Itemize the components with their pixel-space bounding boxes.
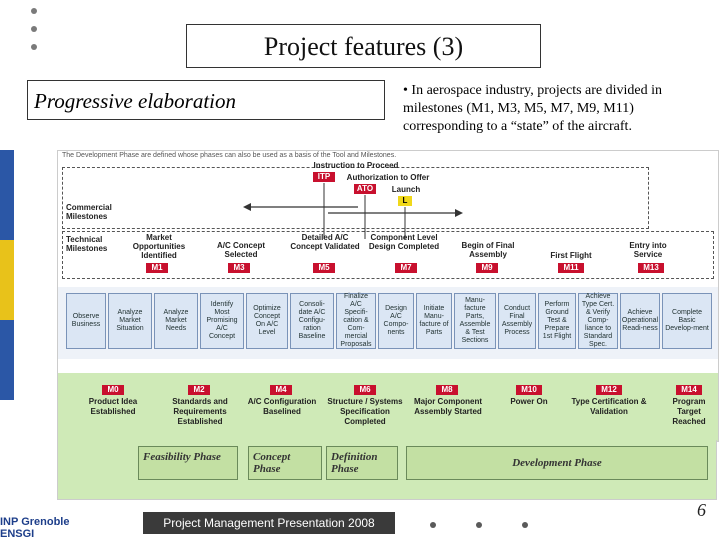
milestone-marker-m13: M13 xyxy=(638,263,664,273)
phase-development: Development Phase xyxy=(406,446,708,480)
activity-box: Observe Business xyxy=(66,293,106,349)
milestone-bottom-label-m10: Power On xyxy=(510,397,548,406)
footer-dot-decoration xyxy=(476,522,482,528)
bullet-dot-decoration xyxy=(31,8,37,14)
footer-dot-decoration xyxy=(430,522,436,528)
milestone-bottom-label-m6: Structure / Systems Specification Comple… xyxy=(327,397,403,426)
phase-area xyxy=(58,373,718,441)
milestone-top-label-m3: A/C Concept Selected xyxy=(217,241,265,259)
milestone-bottom-label-m14: Program Target Reached xyxy=(672,397,706,426)
milestone-marker-m12: M12 xyxy=(596,385,622,395)
milestone-marker-m0: M0 xyxy=(102,385,124,395)
milestone-bottom-label-m0: Product Idea Established xyxy=(88,397,138,416)
activity-box: Initiate Manu-facture of Parts xyxy=(416,293,452,349)
footer-label: Project Management Presentation 2008 xyxy=(143,512,395,534)
commercial-milestones-label: Commercial Milestones xyxy=(66,203,112,221)
milestone-bottom-label-m8: Major Component Assembly Started xyxy=(414,397,482,416)
activity-box: Complete Basic Develop-ment xyxy=(662,293,712,349)
activity-box: Achieve Type Cert. & Verify Comp-liance … xyxy=(578,293,618,349)
activity-box: Analyze Market Situation xyxy=(108,293,152,349)
figure-top-caption: The Development Phase are defined whose … xyxy=(62,152,397,159)
activity-box: Optimize Concept On A/C Level xyxy=(246,293,288,349)
milestone-marker-m2: M2 xyxy=(188,385,210,395)
footer-dot-decoration xyxy=(522,522,528,528)
launch-label: Launch xyxy=(391,185,421,194)
activity-box: Design A/C Compo-nents xyxy=(378,293,414,349)
ato-label: Authorization to Offer xyxy=(346,173,430,182)
milestone-marker-m10: M10 xyxy=(516,385,542,395)
slide-title: Project features (3) xyxy=(186,24,541,68)
milestone-top-label-m1: Market Opportunities Identified xyxy=(132,233,186,260)
page-number: 6 xyxy=(697,500,706,520)
activity-box: Perform Ground Test & Prepare 1st Flight xyxy=(538,293,576,349)
itp-marker: ITP xyxy=(313,172,335,182)
bullet-text: • In aerospace industry, projects are di… xyxy=(403,83,663,134)
milestone-marker-m4: M4 xyxy=(270,385,292,395)
launch-marker: L xyxy=(398,196,412,206)
commercial-milestones-box xyxy=(62,167,649,229)
milestone-marker-m7: M7 xyxy=(395,263,417,273)
commercial-arrows xyxy=(243,183,463,239)
phase-definition: Definition Phase xyxy=(326,446,398,480)
activity-box: Analyze Market Needs xyxy=(154,293,198,349)
phase-feasibility: Feasibility Phase xyxy=(138,446,238,480)
milestone-marker-m3: M3 xyxy=(228,263,250,273)
ato-marker: ATO xyxy=(354,184,376,194)
activity-box: Conduct Final Assembly Process xyxy=(498,293,536,349)
milestone-marker-m5: M5 xyxy=(313,263,335,273)
activity-box: Manu-facture Parts, Assemble & Test Sect… xyxy=(454,293,496,349)
itp-label: Instruction to Proceed xyxy=(313,161,399,170)
activity-row: Observe Business Analyze Market Situatio… xyxy=(58,287,718,359)
bullet-dot-decoration xyxy=(31,44,37,50)
activity-box: Consoli-date A/C Configu-ration Baseline xyxy=(290,293,334,349)
technical-milestones-label: Technical Milestones xyxy=(66,235,108,253)
activity-box: Achieve Operational Readi-ness xyxy=(620,293,660,349)
activity-box: Identify Most Promising A/C Concept xyxy=(200,293,244,349)
slide-subtitle: Progressive elaboration xyxy=(27,80,385,120)
side-stripes xyxy=(0,150,14,400)
milestone-bottom-label-m4: A/C Configuration Baselined xyxy=(247,397,317,416)
milestone-diagram: The Development Phase are defined whose … xyxy=(57,150,719,442)
milestone-top-label-m11: First Flight xyxy=(550,251,592,260)
milestone-bottom-label-m2: Standards and Requirements Established xyxy=(172,397,228,426)
milestone-top-label-m7: Component Level Design Completed xyxy=(368,233,440,251)
school-logo: INP Grenoble ENSGI xyxy=(0,516,70,540)
milestone-marker-m9: M9 xyxy=(476,263,498,273)
milestone-marker-m14: M14 xyxy=(676,385,702,395)
technical-milestones-box xyxy=(62,231,714,279)
milestone-marker-m8: M8 xyxy=(436,385,458,395)
milestone-bottom-label-m12: Type Certification & Validation xyxy=(571,397,647,416)
milestone-top-label-m13: Entry into Service xyxy=(629,241,667,259)
milestone-marker-m1: M1 xyxy=(146,263,168,273)
phase-concept: Concept Phase xyxy=(248,446,322,480)
activity-box: Finalize A/C Specifi-cation & Com-mercia… xyxy=(336,293,376,349)
milestone-top-label-m9: Begin of Final Assembly xyxy=(461,241,515,259)
milestone-top-label-m5: Detailed A/C Concept Validated xyxy=(290,233,360,251)
milestone-marker-m6: M6 xyxy=(354,385,376,395)
bullet-dot-decoration xyxy=(31,26,37,32)
milestone-marker-m11: M11 xyxy=(558,263,584,273)
